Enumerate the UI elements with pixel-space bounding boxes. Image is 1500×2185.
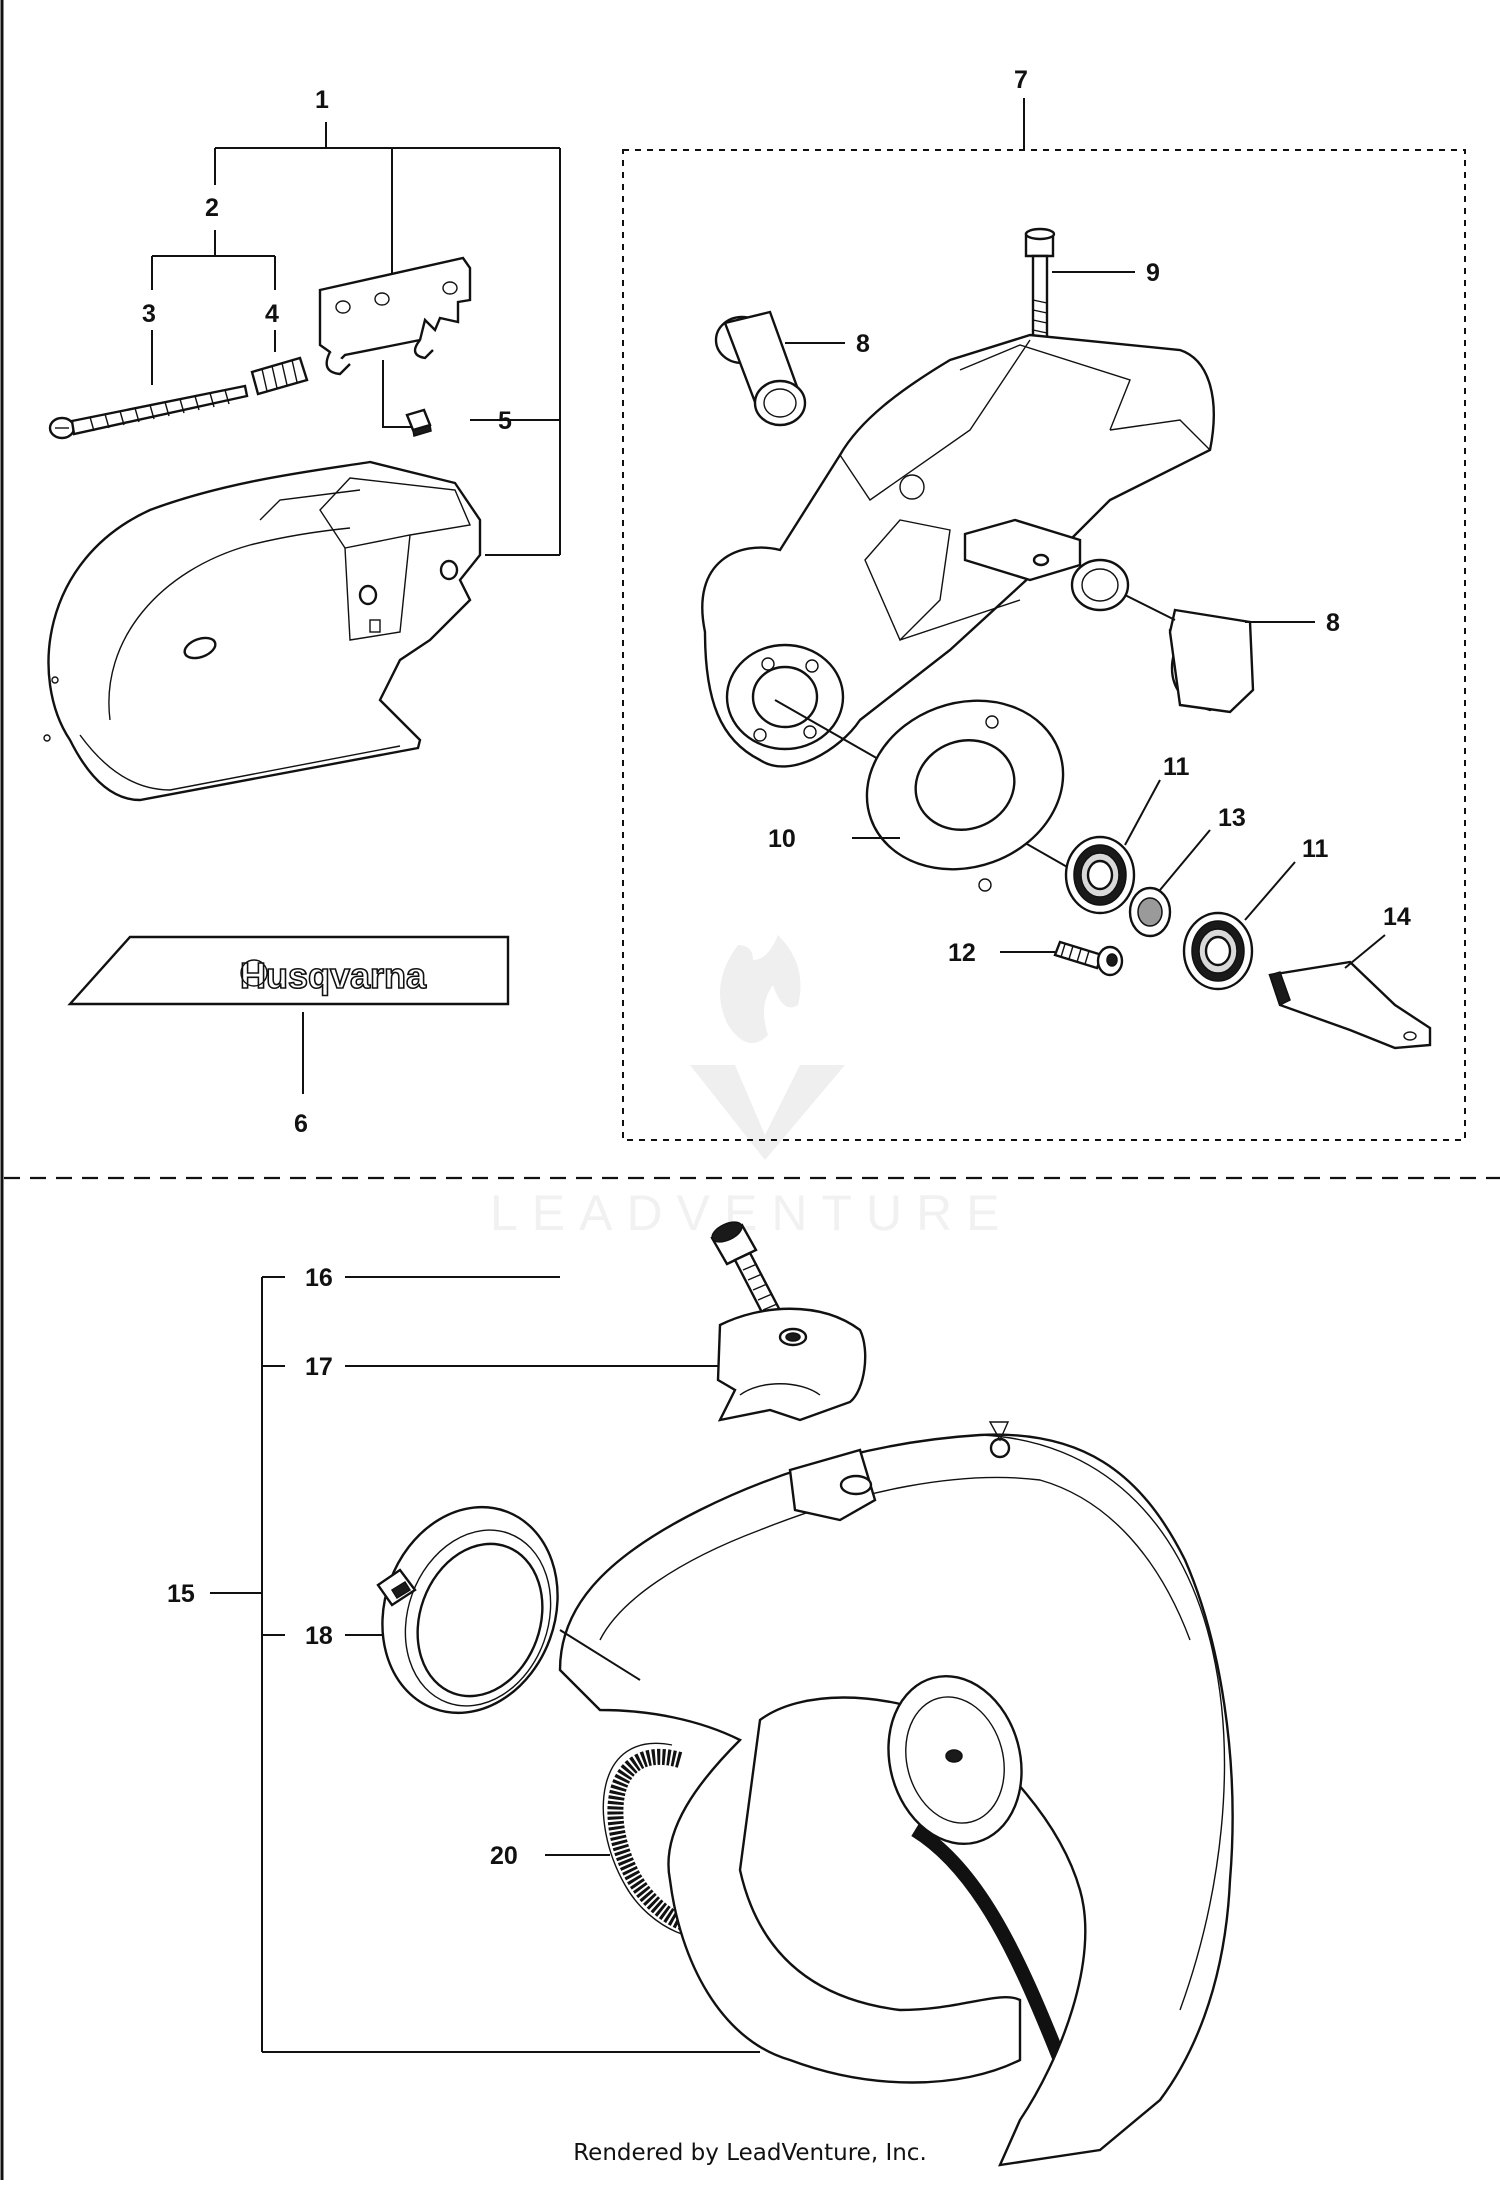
callout-label-4: 4 [265, 300, 279, 328]
shaft-part-14 [1268, 934, 1432, 1050]
callout-label-13: 13 [1218, 804, 1246, 832]
decal-brand-text: Husqvarna [240, 955, 427, 996]
washer-ring-part-10 [852, 699, 1065, 892]
decal-part-6: Husqvarna [67, 935, 510, 1094]
watermark-logo: LEADVENTURE [490, 935, 1014, 1241]
blade-guard-part-15 [558, 1421, 1234, 2167]
watermark-text: LEADVENTURE [490, 1185, 1014, 1241]
callout-label-14: 14 [1383, 903, 1411, 931]
screw-part-3 [48, 384, 249, 440]
belt-guard-cover [43, 460, 482, 802]
callout-label-12: 12 [948, 939, 976, 967]
callout-tree-1 [151, 122, 561, 556]
callout-label-11-upper: 11 [1163, 753, 1190, 781]
clamp-part-17 [716, 1307, 867, 1422]
sleeve-part-8-lower [1168, 608, 1315, 714]
assembly-box-7 [622, 149, 1466, 1141]
spacer-part-13 [1128, 829, 1211, 938]
bracket-plate-part-2 [318, 256, 472, 376]
callout-label-15: 15 [167, 1580, 195, 1608]
callout-label-6: 6 [294, 1110, 308, 1138]
callout-label-18: 18 [305, 1622, 333, 1650]
cutting-arm-part-7 [701, 333, 1215, 881]
callout-label-10: 10 [768, 825, 796, 853]
callout-label-3: 3 [142, 300, 156, 328]
callout-label-16: 16 [305, 1264, 333, 1292]
callout-label-17: 17 [305, 1353, 333, 1381]
callout-label-5: 5 [498, 407, 512, 435]
sleeve-part-8-upper [714, 310, 845, 427]
screw-part-12 [1000, 940, 1124, 977]
callout-label-1: 1 [315, 86, 329, 114]
spring-part-4 [250, 356, 309, 396]
callout-label-7: 7 [1014, 66, 1028, 94]
callout-label-9: 9 [1146, 259, 1160, 287]
callout-label-11-lower: 11 [1302, 835, 1329, 863]
seal-ring-part-18 [376, 1505, 559, 1715]
footer-credit: Rendered by LeadVenture, Inc. [573, 2140, 927, 2166]
square-nut-part-5 [405, 408, 432, 437]
callout-label-2: 2 [205, 194, 219, 222]
bearing-part-11-lower [1182, 861, 1296, 991]
callout-label-8-upper: 8 [856, 330, 870, 358]
callout-label-20: 20 [490, 1842, 518, 1870]
bearing-part-11-upper [1064, 779, 1161, 915]
callout-label-8-lower: 8 [1326, 609, 1340, 637]
